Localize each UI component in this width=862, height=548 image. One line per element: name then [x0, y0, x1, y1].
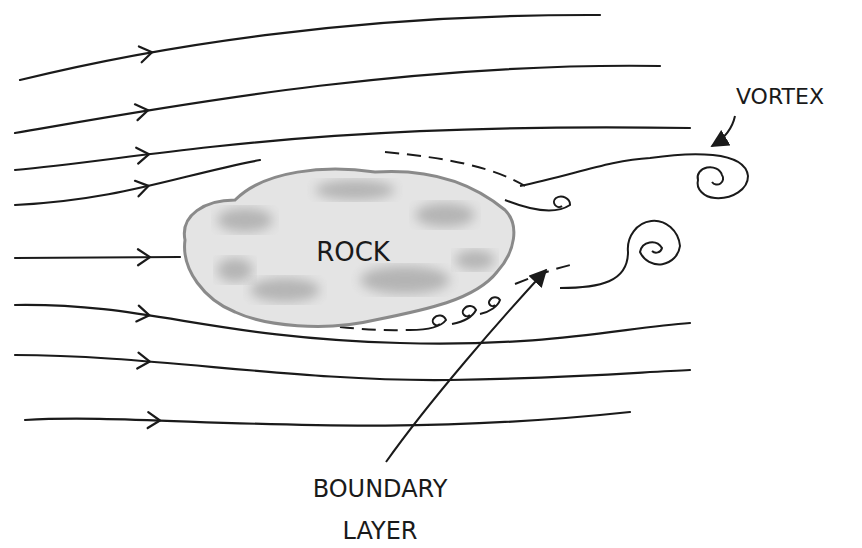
flow-arrowhead — [137, 353, 150, 370]
flow-arrows — [135, 44, 160, 428]
rock-texture — [250, 278, 320, 302]
vortex-leader — [712, 116, 735, 146]
streamline — [20, 15, 600, 80]
boundary-dash — [515, 264, 575, 284]
streamlines — [15, 15, 690, 426]
rock-texture — [217, 208, 273, 232]
vortex-spiral — [560, 221, 680, 288]
eddy-curl — [505, 197, 570, 211]
vortex-label: VORTEX — [705, 84, 855, 110]
rock-text-holder: ROCK — [316, 237, 390, 267]
flow-arrowhead — [136, 306, 150, 324]
eddy-curl — [480, 297, 500, 314]
flow-arrowhead — [135, 178, 150, 196]
rock-texture — [360, 266, 450, 294]
eddy-curl — [452, 306, 476, 324]
streamline — [15, 257, 180, 258]
rock-texture — [415, 203, 475, 227]
flow-arrowhead — [148, 412, 161, 428]
rock-body — [184, 169, 513, 326]
boundary-layer-label: BOUNDARY LAYER — [290, 468, 470, 548]
streamline — [15, 66, 660, 133]
eddy-curl — [410, 315, 446, 330]
flow-arrowhead — [135, 102, 149, 120]
rock-label: ROCK — [316, 237, 390, 267]
streamline — [25, 412, 630, 426]
rock-shape: ROCK — [175, 160, 520, 335]
vortex-spiral — [520, 154, 748, 198]
flow-arrowhead — [138, 249, 150, 265]
streamline — [15, 127, 690, 170]
rock-texture — [455, 250, 495, 270]
flow-arrowhead — [136, 146, 150, 163]
rock-texture — [217, 258, 253, 282]
streamline — [15, 160, 260, 205]
rock-texture — [315, 180, 395, 200]
streamline — [15, 355, 690, 380]
flow-arrowhead — [139, 44, 154, 62]
